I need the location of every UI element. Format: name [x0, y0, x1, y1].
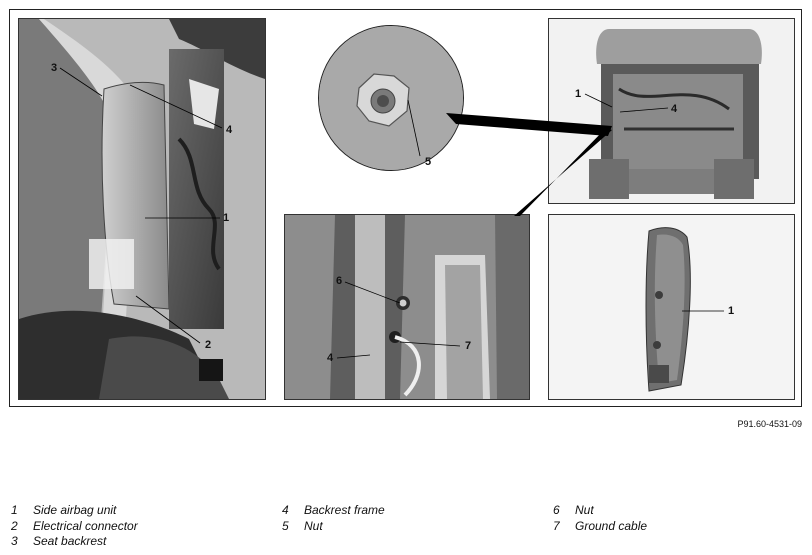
- nut-detail-circle: [318, 25, 464, 171]
- seat-backrest-photo: [18, 18, 266, 400]
- callout-left-3: 3: [51, 62, 58, 74]
- callout-left-4: 4: [226, 124, 233, 136]
- ground-cable-photo: [284, 214, 530, 400]
- callout-bottommid-4: 4: [327, 352, 334, 364]
- figure-reference: P91.60-4531-09: [737, 419, 802, 429]
- callout-bottommid-6: 6: [336, 275, 343, 287]
- callout-topright-4: 4: [671, 103, 678, 115]
- side-airbag-unit-photo: [548, 214, 795, 400]
- callout-bottomright-1: 1: [728, 305, 735, 317]
- callout-left-2: 2: [205, 339, 212, 351]
- callout-left-1: 1: [223, 212, 230, 224]
- backrest-frame-photo: [548, 18, 795, 204]
- callout-topright-1: 1: [575, 88, 582, 100]
- callout-bottommid-7: 7: [465, 340, 472, 352]
- callout-circle-5: 5: [425, 156, 432, 168]
